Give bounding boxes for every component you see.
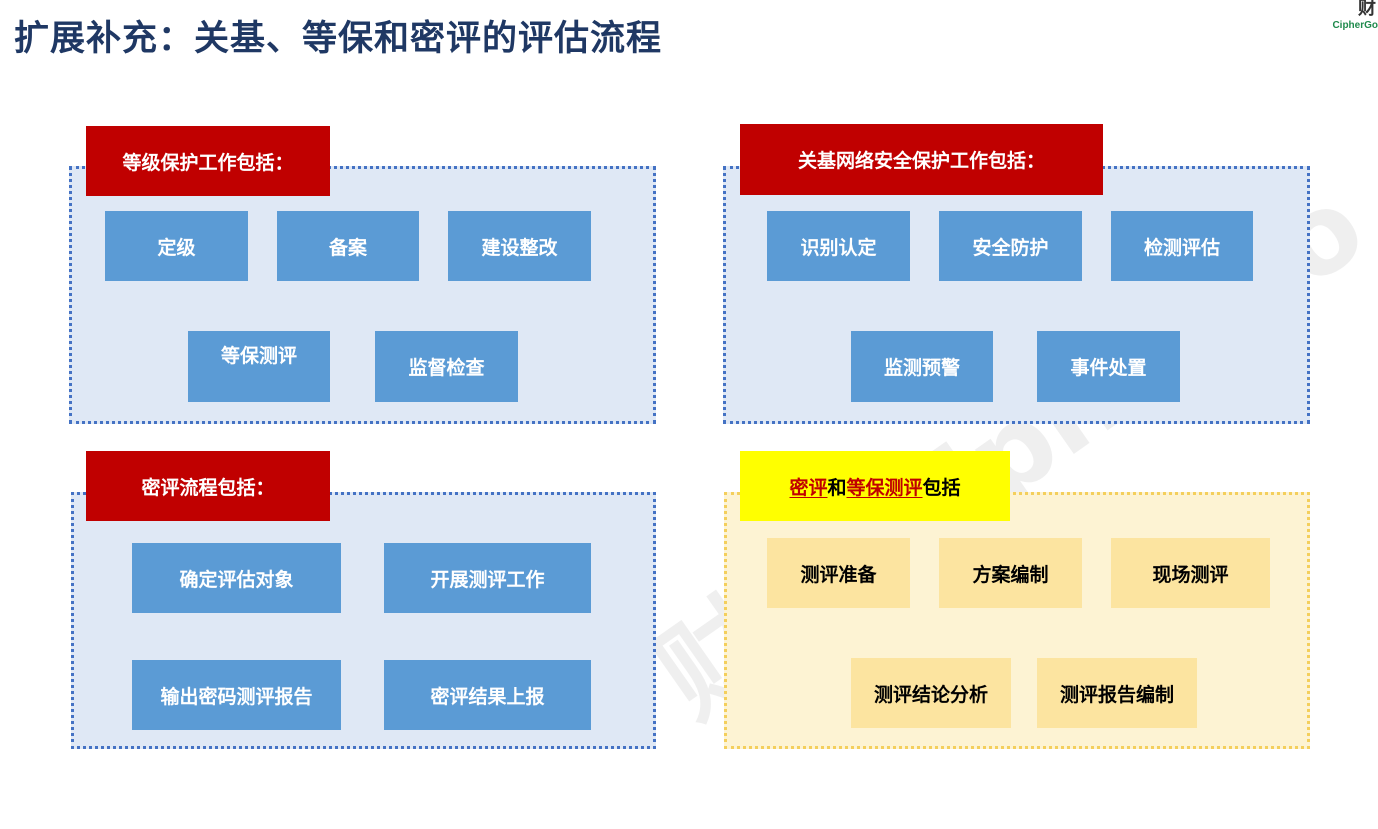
step-rectification: 建设整改 <box>448 211 591 281</box>
step-incident-handling: 事件处置 <box>1037 331 1180 402</box>
step-monitoring-warning: 监测预警 <box>851 331 993 402</box>
step-detection-assessment: 检测评估 <box>1111 211 1253 281</box>
logo-glyph: 财 <box>1358 0 1376 19</box>
step-identification: 识别认定 <box>767 211 910 281</box>
panel-crypto-and-grade-evaluation-label: 密评和等保测评包括 <box>740 451 1010 521</box>
step-report-compilation: 测评报告编制 <box>1037 658 1197 728</box>
panel-grade-protection-label: 等级保护工作包括： <box>86 126 330 196</box>
panel-cii-protection-label: 关基网络安全保护工作包括： <box>740 124 1103 195</box>
panel-crypto-and-grade-evaluation <box>724 492 1310 749</box>
brand-logo: 财 CipherGo <box>1330 0 1378 40</box>
step-onsite-evaluation: 现场测评 <box>1111 538 1270 608</box>
panel-crypto-evaluation-label: 密评流程包括： <box>86 451 330 521</box>
step-supervision: 监督检查 <box>375 331 518 402</box>
page-title: 扩展补充：关基、等保和密评的评估流程 <box>14 19 663 59</box>
logo-text: CipherGo <box>1332 20 1378 31</box>
step-report-results: 密评结果上报 <box>384 660 591 730</box>
step-plan-compilation: 方案编制 <box>939 538 1082 608</box>
step-grade-evaluation: 等保测评 <box>188 331 330 402</box>
step-output-report: 输出密码测评报告 <box>132 660 341 730</box>
label-part-crypto-evaluation: 密评 <box>789 476 828 499</box>
step-conclusion-analysis: 测评结论分析 <box>851 658 1011 728</box>
label-part-include: 包括 <box>922 476 961 499</box>
panel-grade-protection <box>69 166 656 424</box>
step-evaluation-preparation: 测评准备 <box>767 538 910 608</box>
step-conduct-evaluation: 开展测评工作 <box>384 543 591 613</box>
step-filing: 备案 <box>277 211 419 281</box>
label-part-and: 和 <box>827 476 847 499</box>
step-security-protection: 安全防护 <box>939 211 1082 281</box>
step-grading: 定级 <box>105 211 248 281</box>
label-part-grade-evaluation: 等保测评 <box>846 476 923 499</box>
step-define-target: 确定评估对象 <box>132 543 341 613</box>
panel-cii-protection <box>723 166 1310 424</box>
